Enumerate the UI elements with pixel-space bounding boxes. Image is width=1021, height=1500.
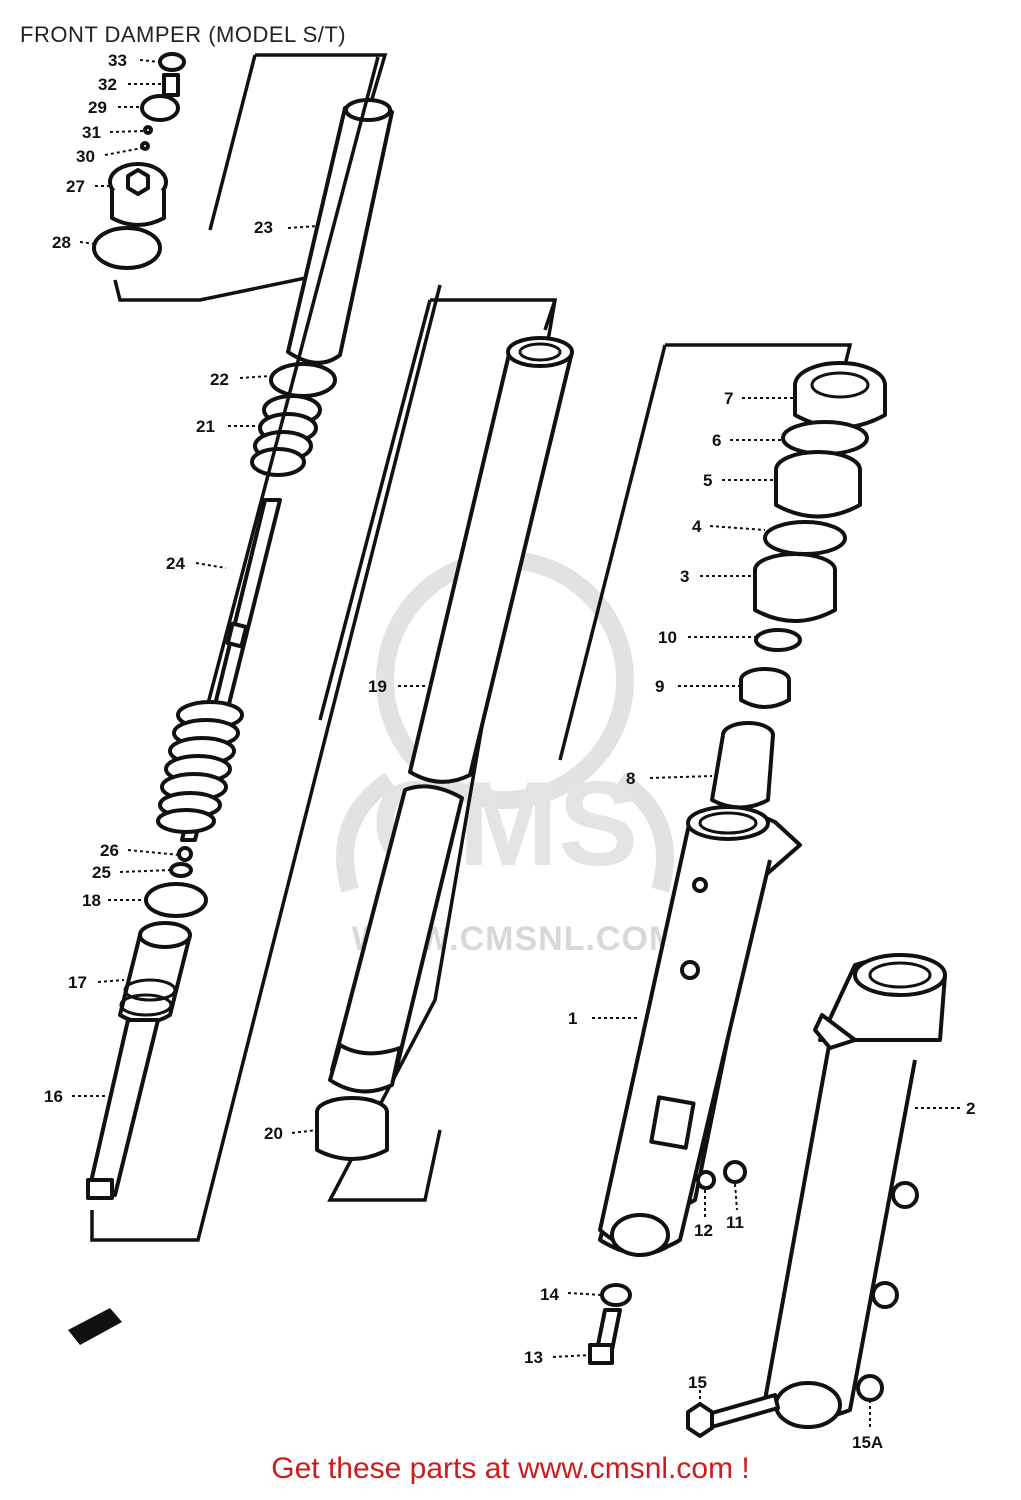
callout-17: 17 — [68, 973, 87, 992]
callout-2: 2 — [966, 1099, 975, 1118]
footer-link[interactable]: Get these parts at www.cmsnl.com ! — [271, 1452, 750, 1485]
part-23-fork-tube — [286, 100, 394, 365]
part-3 — [753, 552, 837, 623]
callout-26: 26 — [100, 841, 119, 860]
callout-28: 28 — [52, 233, 71, 252]
part-21-spring — [250, 394, 322, 477]
part-10 — [754, 628, 802, 652]
callout-21: 21 — [196, 417, 215, 436]
callout-4: 4 — [692, 517, 702, 536]
part-18 — [144, 882, 208, 918]
part-20 — [315, 1096, 389, 1161]
leader-lines — [72, 59, 962, 1430]
callout-14: 14 — [540, 1285, 559, 1304]
part-29 — [140, 94, 180, 122]
part-12 — [696, 1170, 716, 1190]
exploded-diagram: 33 32 29 31 30 27 28 23 22 21 24 26 25 1… — [44, 51, 975, 1450]
callout-labels: 33 32 29 31 30 27 28 23 22 21 24 26 25 1… — [44, 51, 975, 1450]
cms-watermark-logo: CMS — [336, 551, 674, 893]
callout-12: 12 — [694, 1221, 713, 1240]
callout-5: 5 — [703, 471, 712, 490]
part-6 — [781, 420, 869, 456]
part-16 — [86, 1018, 160, 1197]
callout-15a: 15A — [852, 1433, 883, 1450]
callout-13: 13 — [524, 1348, 543, 1367]
part-26 — [177, 846, 193, 862]
callout-9: 9 — [655, 677, 664, 696]
part-28 — [92, 226, 162, 270]
callout-6: 6 — [712, 431, 721, 450]
part-11 — [723, 1160, 747, 1184]
frame-rod-group — [178, 56, 380, 811]
callout-1: 1 — [568, 1009, 577, 1028]
part-25 — [169, 862, 193, 878]
callout-30: 30 — [76, 147, 95, 166]
part-33 — [158, 52, 186, 72]
part-15a — [856, 1374, 884, 1402]
page-title: FRONT DAMPER (MODEL S/T) — [20, 22, 347, 47]
callout-20: 20 — [264, 1124, 283, 1143]
part-24-spring — [156, 700, 244, 834]
callout-19: 19 — [368, 677, 387, 696]
part-19-lower — [330, 784, 464, 1084]
part-7 — [793, 361, 887, 430]
callout-11: 11 — [726, 1213, 744, 1232]
part-1-outer-tube-left — [598, 805, 802, 1257]
callout-3: 3 — [680, 567, 689, 586]
frame-cap-group — [113, 53, 388, 302]
callout-22: 22 — [210, 370, 229, 389]
part-31 — [143, 125, 153, 135]
callout-7: 7 — [724, 389, 733, 408]
part-5 — [774, 450, 862, 519]
part-2-outer-tube-right — [763, 953, 947, 1429]
callout-16: 16 — [44, 1087, 63, 1106]
callout-25: 25 — [92, 863, 111, 882]
callout-31: 31 — [82, 123, 101, 142]
callout-33: 33 — [108, 51, 127, 70]
front-arrow-icon — [68, 1308, 122, 1345]
part-14 — [600, 1283, 632, 1307]
callout-8: 8 — [626, 769, 635, 788]
part-19-upper — [408, 340, 574, 784]
frame-inner-tube — [327, 298, 558, 1202]
part-30 — [140, 141, 150, 151]
part-13 — [588, 1308, 622, 1365]
callout-29: 29 — [88, 98, 107, 117]
part-32 — [162, 73, 180, 97]
callout-18: 18 — [82, 891, 101, 910]
part-4 — [763, 520, 847, 556]
callout-32: 32 — [98, 75, 117, 94]
part-22 — [269, 362, 337, 398]
callout-24: 24 — [166, 554, 185, 573]
part-8 — [710, 721, 775, 810]
part-15 — [686, 1393, 780, 1438]
callout-23: 23 — [254, 218, 273, 237]
callout-15: 15 — [688, 1373, 707, 1392]
part-9 — [739, 667, 791, 709]
part-17 — [118, 921, 192, 1025]
callout-27: 27 — [66, 177, 85, 196]
callout-10: 10 — [658, 628, 677, 647]
